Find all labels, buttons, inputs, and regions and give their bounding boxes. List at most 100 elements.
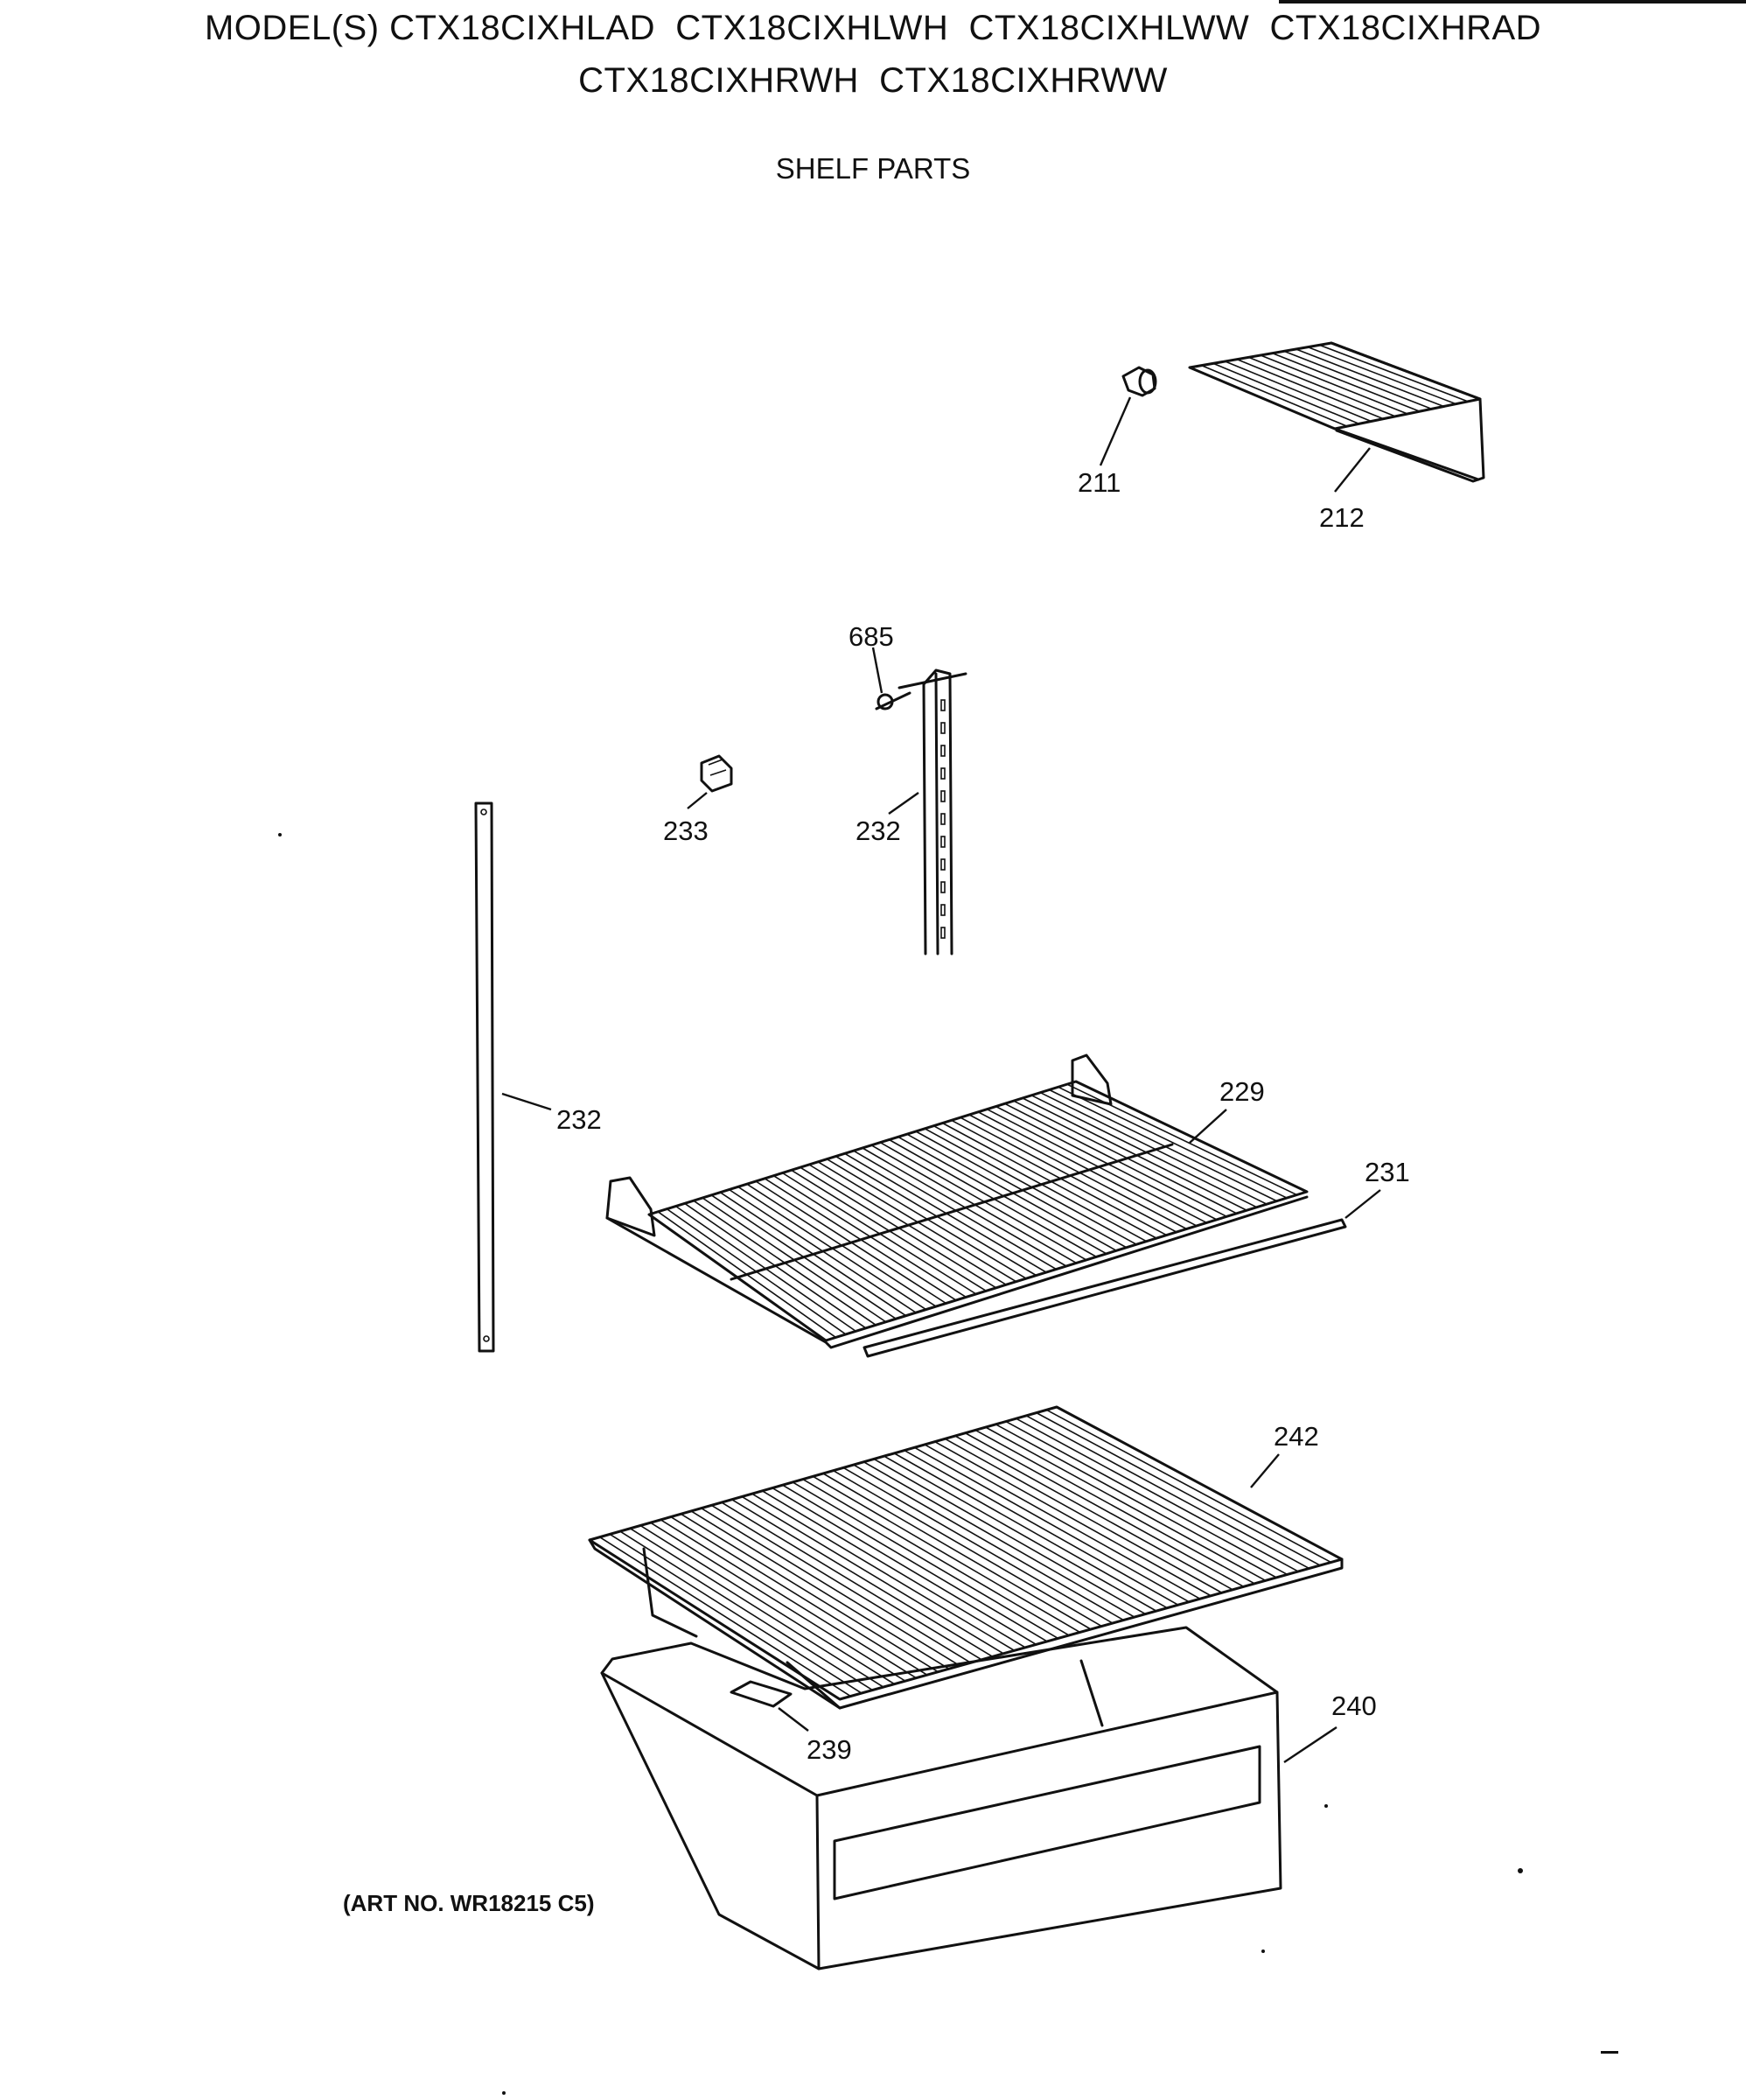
hatch-line	[650, 1522, 906, 1682]
hatch-line	[1225, 360, 1372, 423]
model-list-line-1: MODEL(S) CTX18CIXHLAD CTX18CIXHLWH CTX18…	[204, 9, 1542, 47]
hatch-line	[772, 1487, 1037, 1646]
callout-233: 233	[663, 816, 709, 846]
hatch-line	[1004, 1102, 1227, 1218]
hatch-line	[924, 1444, 1201, 1600]
hatch-line	[893, 1452, 1168, 1609]
ladder-slot	[940, 927, 946, 939]
hatch-line	[609, 1533, 863, 1694]
hatch-line	[1272, 352, 1421, 412]
ladder-slot	[940, 767, 946, 780]
top-rule	[1279, 0, 1746, 4]
leader-239	[778, 1707, 809, 1732]
hatch-line	[863, 1461, 1135, 1618]
leader-233	[687, 792, 708, 809]
leader-231	[1344, 1189, 1381, 1219]
ladder-slot	[940, 722, 946, 734]
part-239-cover-support	[730, 1680, 793, 1708]
hatch-line	[761, 1490, 1026, 1648]
hatch-line	[1283, 350, 1432, 410]
leader-242	[1250, 1453, 1280, 1488]
hatch-line	[782, 1484, 1048, 1642]
callout-211: 211	[1078, 467, 1121, 498]
hatch-line	[954, 1435, 1233, 1591]
hatch-line	[853, 1464, 1124, 1621]
hatch-line	[1058, 1086, 1288, 1199]
hatch-line	[1025, 1415, 1310, 1570]
hatch-line	[1030, 1095, 1258, 1208]
hatch-line	[630, 1528, 884, 1688]
hatch-line	[792, 1481, 1058, 1640]
hatch-line	[1046, 1409, 1331, 1564]
hatch-line	[1022, 1097, 1247, 1211]
leader-211	[1099, 396, 1132, 466]
hatch-line	[986, 1108, 1207, 1224]
hatch-line	[1260, 354, 1408, 415]
callout-685: 685	[849, 621, 894, 652]
hatch-line	[1036, 1411, 1321, 1566]
ladder-slot	[940, 881, 946, 893]
part-685-clip	[875, 672, 967, 710]
hatch-line	[690, 1510, 950, 1670]
part-233-bracket	[700, 754, 733, 793]
part-231-trim	[863, 1218, 1347, 1358]
hatch-line	[985, 1426, 1267, 1582]
hatch-line	[701, 1507, 960, 1667]
ladder-slot	[940, 904, 946, 916]
hatch-line	[842, 1466, 1114, 1624]
hatch-line	[995, 1424, 1277, 1578]
hatch-line	[710, 1504, 972, 1663]
callout-232-upper: 232	[856, 816, 901, 846]
hatch-line	[883, 1455, 1157, 1612]
hatch-line	[968, 1114, 1187, 1230]
hatch-line	[833, 1470, 1102, 1628]
hatch-line	[681, 1513, 939, 1673]
hatch-line	[1236, 358, 1384, 420]
hatch-line	[974, 1429, 1255, 1585]
hatch-line	[670, 1516, 928, 1676]
hatch-line	[660, 1519, 917, 1679]
part-242-crisper-cover	[588, 1405, 1344, 1710]
leader-232-upper	[888, 792, 919, 815]
leader-232-strip	[501, 1092, 552, 1111]
hatch-line	[977, 1111, 1198, 1227]
part-240-crisper-pan	[600, 1626, 1282, 1970]
part-212-wire-shelf	[1188, 341, 1485, 483]
leader-240	[1283, 1726, 1337, 1763]
hatch-line	[619, 1530, 873, 1691]
hatch-line	[934, 1440, 1212, 1597]
part-229-cantilever-shelf	[605, 1054, 1309, 1349]
hatch-line	[914, 1446, 1190, 1603]
hatch-line	[741, 1495, 1004, 1655]
hatch-line	[1248, 356, 1396, 417]
hatch-line	[812, 1475, 1080, 1634]
callout-231: 231	[1365, 1157, 1410, 1187]
hatch-line	[1016, 1418, 1299, 1572]
ladder-slot	[940, 790, 946, 802]
hatch-line	[965, 1432, 1245, 1588]
hatch-line	[1319, 344, 1469, 402]
section-title: SHELF PARTS	[775, 152, 971, 185]
hatch-line	[1013, 1100, 1238, 1214]
hatch-line	[995, 1105, 1218, 1221]
hatch-line	[960, 1116, 1177, 1233]
hatch-line	[802, 1478, 1070, 1636]
callout-212: 212	[1319, 502, 1365, 533]
hatch-line	[1039, 1091, 1268, 1205]
hatch-line	[822, 1473, 1092, 1630]
leader-212	[1334, 447, 1371, 493]
hatch-line	[1005, 1420, 1288, 1576]
callout-232-strip: 232	[556, 1104, 602, 1135]
hatch-line	[1296, 348, 1444, 408]
part-232-shelf-ladder-upper	[922, 668, 953, 956]
hatch-line	[1307, 346, 1456, 405]
ladder-slot	[940, 813, 946, 825]
ladder-slot	[940, 836, 946, 848]
art-number: (ART NO. WR18215 C5)	[343, 1890, 595, 1916]
hatch-line	[1201, 364, 1348, 427]
scan-specks	[278, 833, 1618, 2095]
ladder-slot	[940, 745, 946, 757]
ladder-slot	[940, 699, 946, 711]
